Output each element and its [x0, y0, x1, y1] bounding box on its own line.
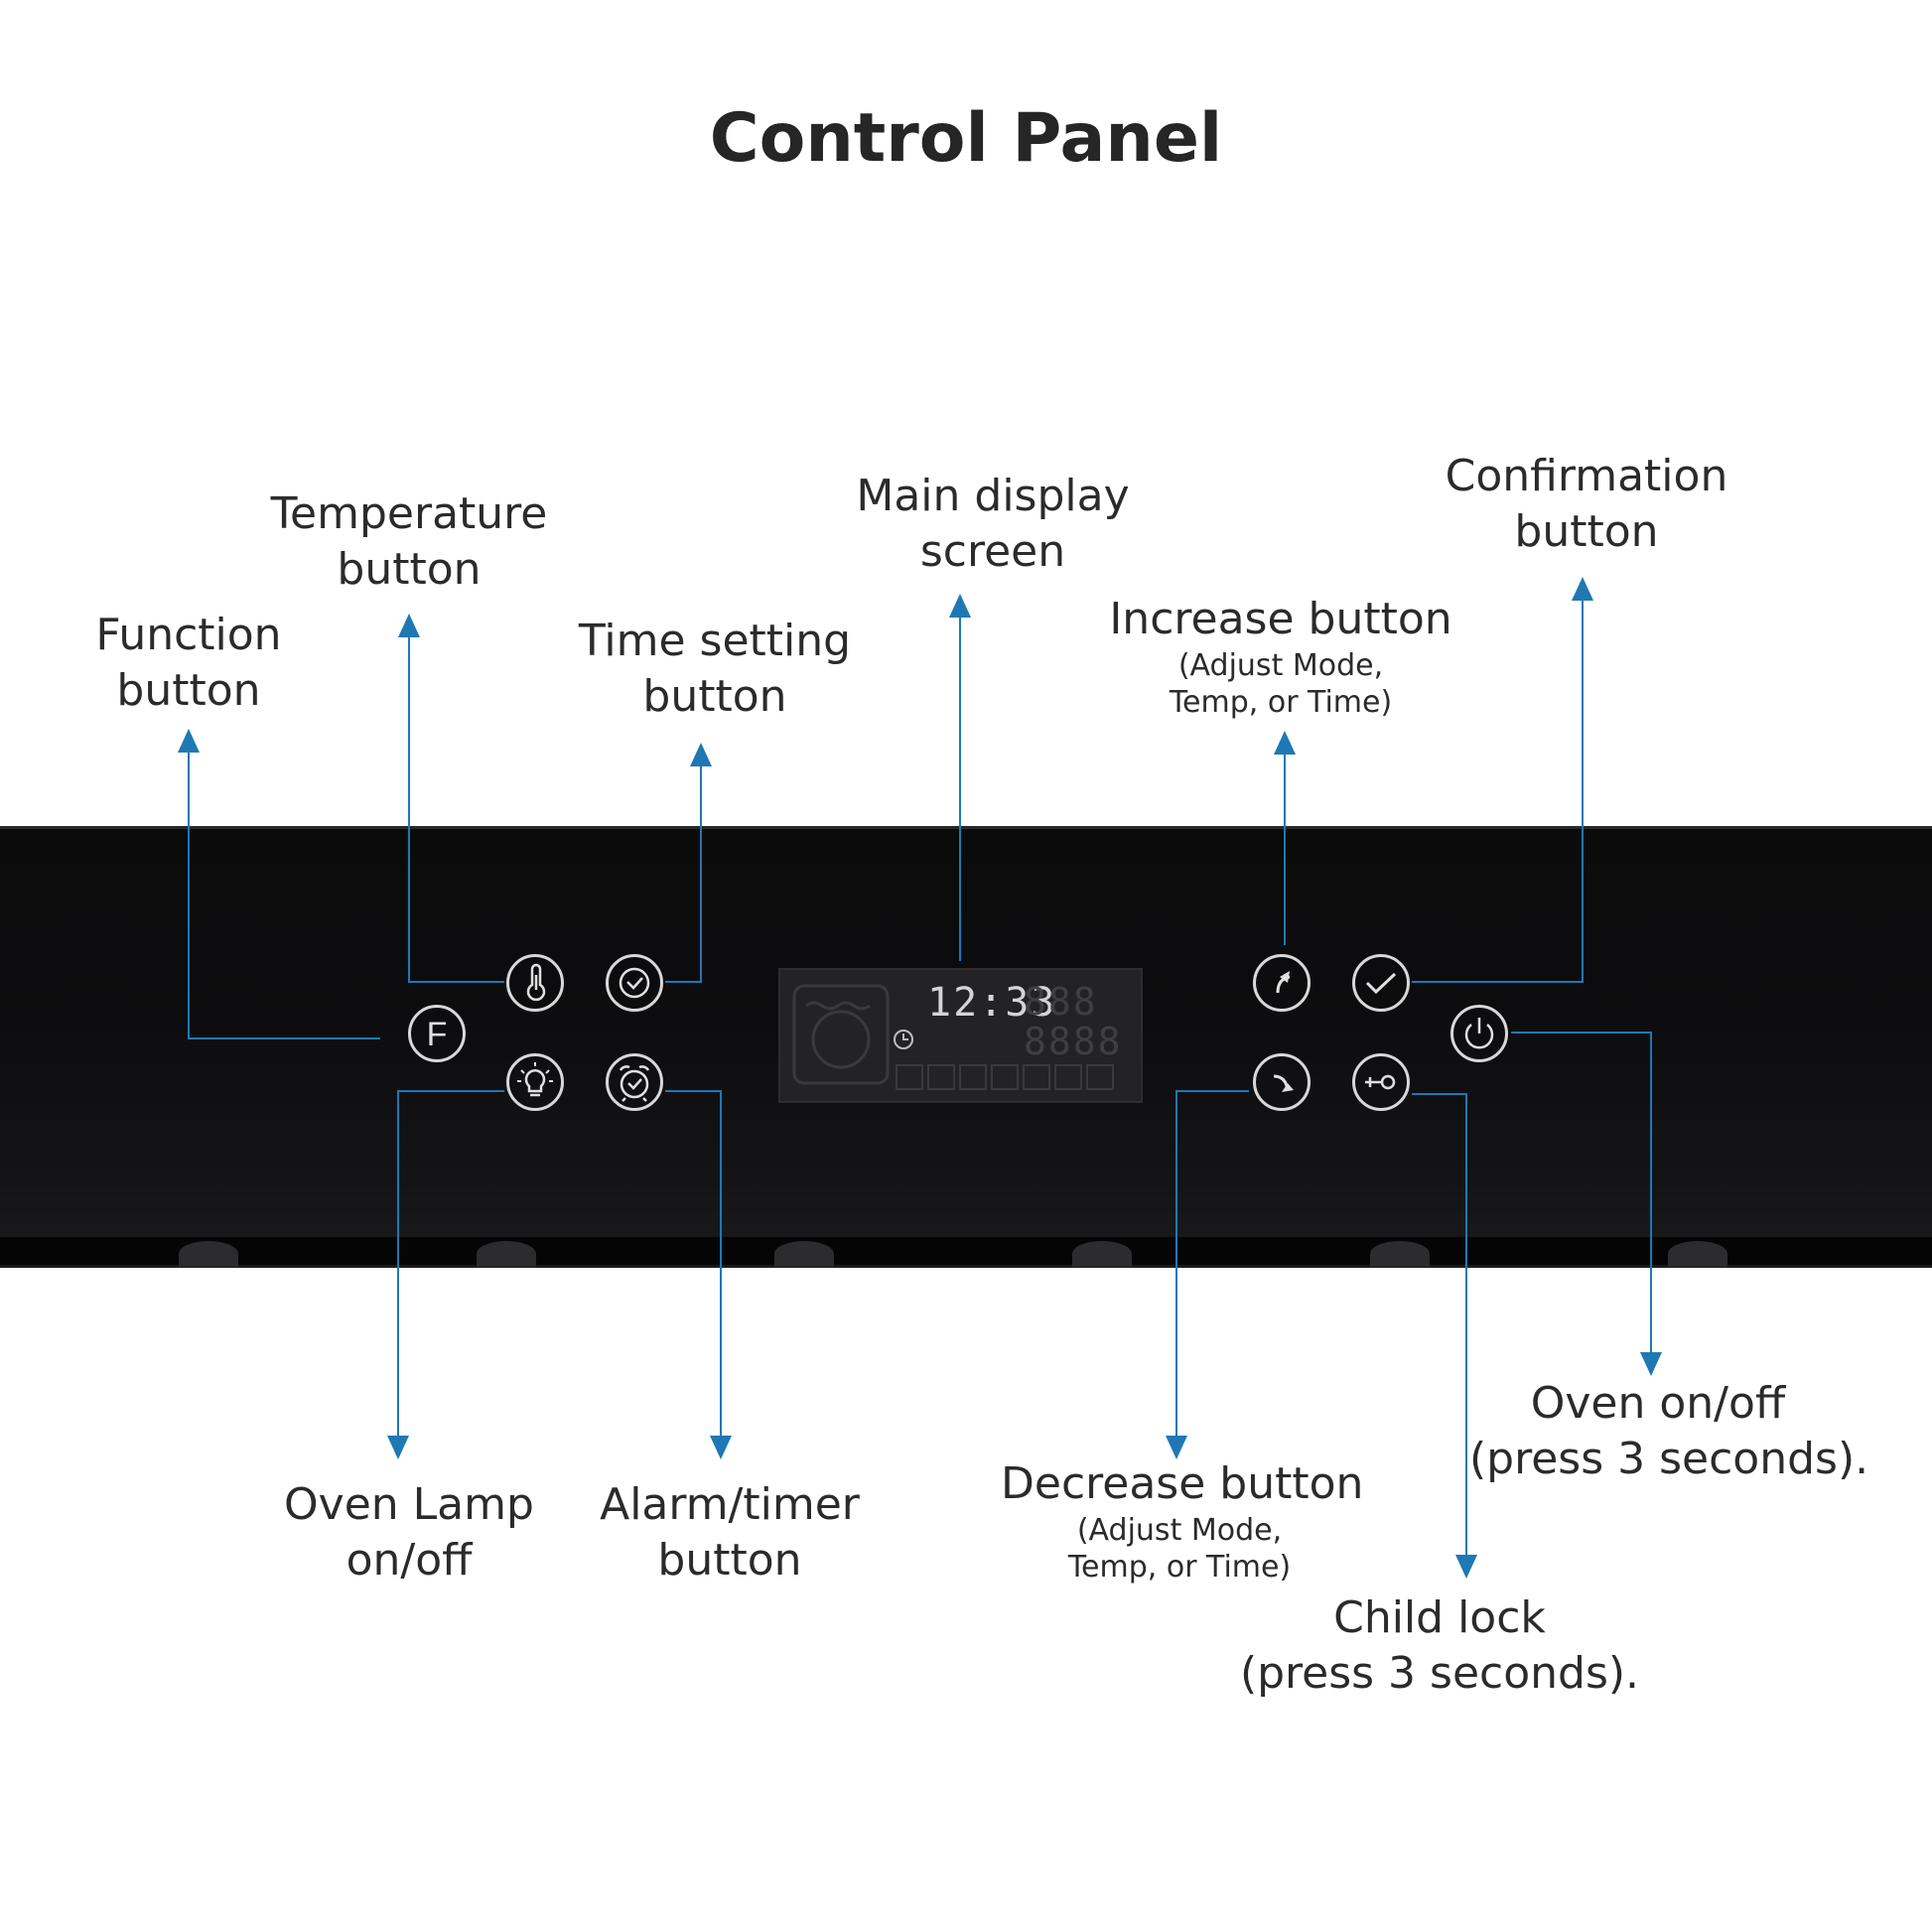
confirmation-label: Confirmation button [1438, 449, 1735, 560]
label-line: Oven Lamp [284, 1479, 534, 1530]
confirmation-button[interactable] [1352, 954, 1410, 1012]
display-digits-mid: 8888 [1024, 1020, 1123, 1063]
alarm-timer-label: Alarm/timer button [581, 1477, 879, 1588]
label-line: Main display [856, 471, 1130, 521]
function-label: Function button [79, 608, 298, 719]
function-button[interactable]: F [408, 1005, 466, 1062]
label-line: Oven on/off [1530, 1378, 1786, 1429]
temperature-leader [408, 621, 504, 983]
panel-notch [477, 1241, 536, 1267]
oven-lamp-leader [397, 1090, 504, 1445]
thermometer-icon [526, 963, 546, 1002]
power-icon [1464, 1018, 1494, 1049]
function-letter: F [427, 1016, 448, 1053]
decrease-label: Decrease button (Adjust Mode, Temp, or T… [1001, 1456, 1364, 1586]
oven-power-button[interactable] [1450, 1005, 1508, 1062]
decrease-button[interactable] [1253, 1053, 1311, 1111]
oven-lamp-button[interactable] [506, 1053, 564, 1111]
rotate-up-icon [1276, 971, 1291, 994]
label-line: Function [95, 610, 282, 660]
increase-button[interactable] [1253, 954, 1311, 1012]
child-lock-label: Child lock (press 3 seconds). [1231, 1590, 1648, 1702]
decrease-leader [1175, 1090, 1249, 1445]
function-leader [188, 735, 380, 1039]
panel-notch [1370, 1241, 1430, 1267]
label-subline: (Adjust Mode, [1177, 648, 1384, 683]
lightbulb-icon [517, 1062, 553, 1097]
label-line: button [642, 671, 787, 722]
label-line: button [116, 665, 261, 716]
label-line: (press 3 seconds). [1469, 1434, 1869, 1484]
label-line: button [657, 1535, 802, 1586]
label-subline: (Adjust Mode, [1076, 1513, 1283, 1548]
label-line: Decrease button [1001, 1458, 1364, 1509]
panel-notch [1668, 1241, 1727, 1267]
child-lock-button[interactable] [1352, 1053, 1410, 1111]
time-setting-leader [665, 745, 702, 983]
alarm-clock-icon [619, 1065, 650, 1102]
label-line: button [337, 544, 482, 595]
main-display-screen: 12:33 888 8888 [778, 968, 1143, 1103]
page-title: Control Panel [709, 99, 1223, 178]
clock-icon [619, 967, 650, 999]
label-line: Time setting [578, 616, 852, 666]
panel-notch [179, 1241, 238, 1267]
label-line: Temperature [270, 488, 548, 539]
temperature-label: Temperature button [260, 486, 558, 598]
label-line: (press 3 seconds). [1239, 1648, 1640, 1699]
label-line: button [1514, 506, 1659, 557]
label-line: screen [919, 526, 1066, 577]
label-line: Child lock [1333, 1592, 1546, 1643]
alarm-leader [665, 1090, 722, 1445]
main-display-label: Main display screen [844, 469, 1142, 580]
confirmation-leader [1412, 584, 1584, 983]
key-icon [1365, 1074, 1396, 1090]
time-setting-label: Time setting button [566, 614, 864, 725]
label-subline: Temp, or Time) [1067, 1550, 1292, 1585]
label-line: on/off [345, 1535, 473, 1586]
clock-icon [894, 1030, 913, 1049]
display-digits-top: 888 [1024, 980, 1098, 1024]
child-lock-leader [1412, 1093, 1467, 1559]
label-line: Alarm/timer [600, 1479, 860, 1530]
oven-onoff-leader [1511, 1032, 1652, 1352]
checkmark-icon [1365, 972, 1397, 995]
display-clock: 12:33 [927, 980, 1057, 1026]
rotate-down-icon [1273, 1074, 1294, 1092]
temperature-button[interactable] [506, 954, 564, 1012]
panel-notch [1072, 1241, 1132, 1267]
alarm-timer-button[interactable] [606, 1053, 663, 1111]
time-setting-button[interactable] [606, 954, 663, 1012]
panel-notch [774, 1241, 834, 1267]
label-subline: Temp, or Time) [1169, 685, 1393, 720]
increase-label: Increase button (Adjust Mode, Temp, or T… [1102, 592, 1459, 721]
label-line: Confirmation [1445, 451, 1728, 501]
oven-lamp-label: Oven Lamp on/off [260, 1477, 558, 1588]
label-line: Increase button [1109, 594, 1452, 644]
panel-bottom-edge [0, 1237, 1932, 1265]
oven-fan-icon [792, 984, 890, 1085]
mode-icons-strip [896, 1064, 1114, 1090]
oven-onoff-label: Oven on/off (press 3 seconds). [1469, 1376, 1869, 1487]
